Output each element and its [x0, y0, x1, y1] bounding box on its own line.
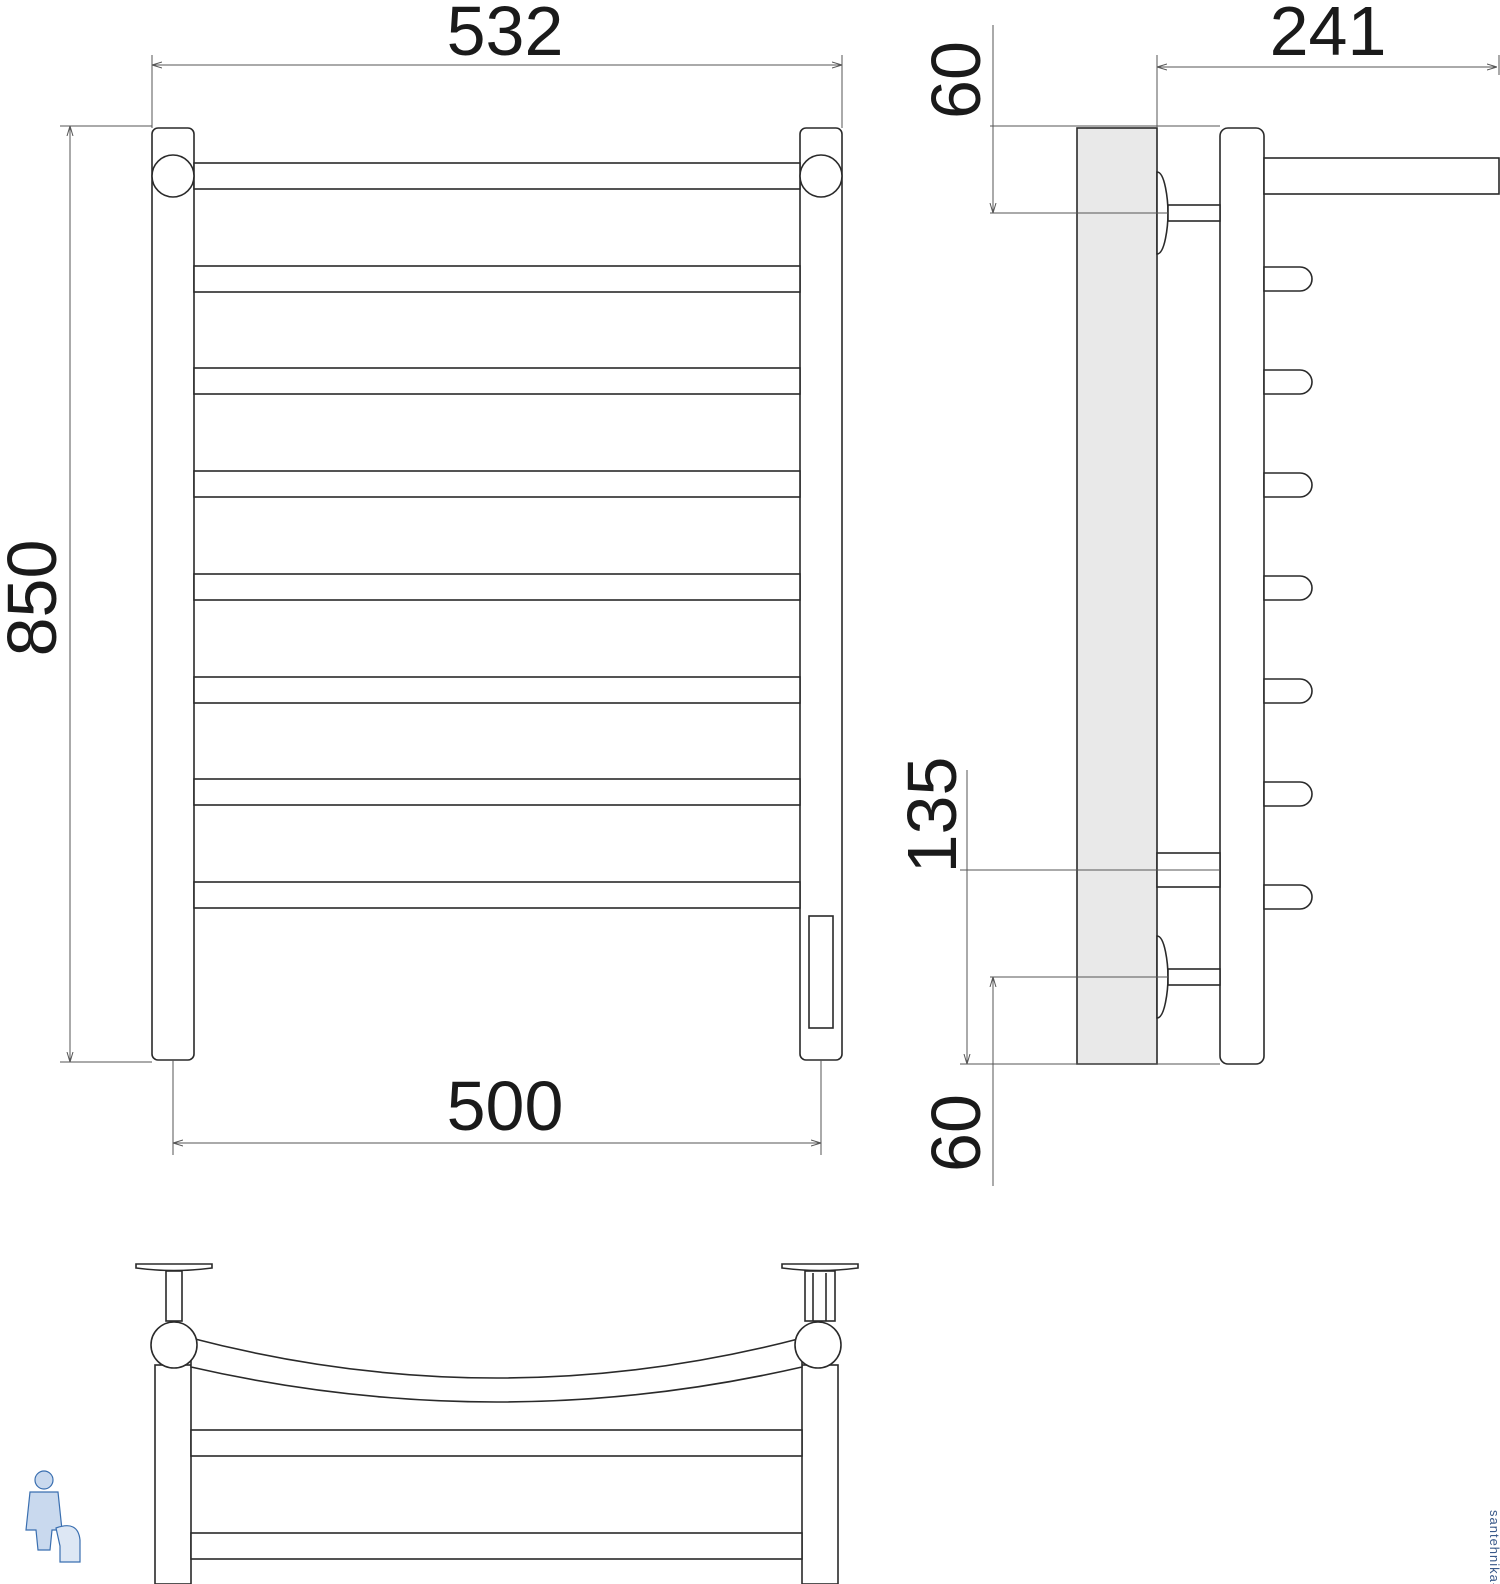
heating-element	[808, 915, 834, 1029]
plumber-logo	[25, 1470, 81, 1563]
curved-rail	[190, 1336, 803, 1403]
rung	[193, 573, 801, 601]
rung-stub	[1263, 575, 1313, 601]
right-knob	[794, 1321, 842, 1369]
left-wall-plate	[135, 1263, 213, 1272]
rung	[193, 778, 801, 806]
top-rail	[193, 162, 801, 190]
rung	[193, 367, 801, 395]
right-standoff	[804, 1270, 836, 1322]
rung-stub	[1263, 678, 1313, 704]
right-post-bottom	[801, 1364, 839, 1584]
dim-bottom-offset: 60	[917, 1094, 995, 1172]
rung-stubs	[1263, 266, 1313, 910]
rung	[193, 265, 801, 293]
front-view: 532 850 500	[0, 0, 843, 1155]
right-top-knob	[799, 154, 843, 198]
dim-overall-height: 850	[0, 540, 71, 657]
bottom-rail	[190, 1429, 803, 1457]
wall	[1076, 127, 1158, 1065]
dim-mount-spacing: 500	[447, 1067, 564, 1145]
watermark: santehnika-opt.ru	[1487, 1510, 1500, 1584]
rung-stub	[1263, 266, 1313, 292]
dim-overall-width: 532	[447, 0, 564, 70]
rung-stub	[1263, 369, 1313, 395]
right-wall-plate	[781, 1263, 859, 1272]
rung-stub	[1263, 884, 1313, 910]
left-standoff	[165, 1270, 183, 1322]
dim-lower-spacing: 135	[893, 757, 971, 874]
left-knob	[150, 1321, 198, 1369]
rung-stub	[1263, 472, 1313, 498]
left-post	[151, 127, 195, 1061]
rung	[193, 470, 801, 498]
rung	[193, 881, 801, 909]
rungs	[193, 265, 801, 909]
dim-depth: 241	[1270, 0, 1387, 70]
rung	[193, 676, 801, 704]
top-view	[135, 1263, 859, 1584]
side-upright	[1219, 127, 1265, 1065]
top-arm	[1263, 157, 1500, 195]
left-top-knob	[151, 154, 195, 198]
side-view: 241 60 135 60	[893, 0, 1500, 1186]
left-post-bottom	[154, 1364, 192, 1584]
rung-stub	[1263, 781, 1313, 807]
dim-top-offset: 60	[917, 41, 995, 119]
bottom-rail	[190, 1532, 803, 1560]
